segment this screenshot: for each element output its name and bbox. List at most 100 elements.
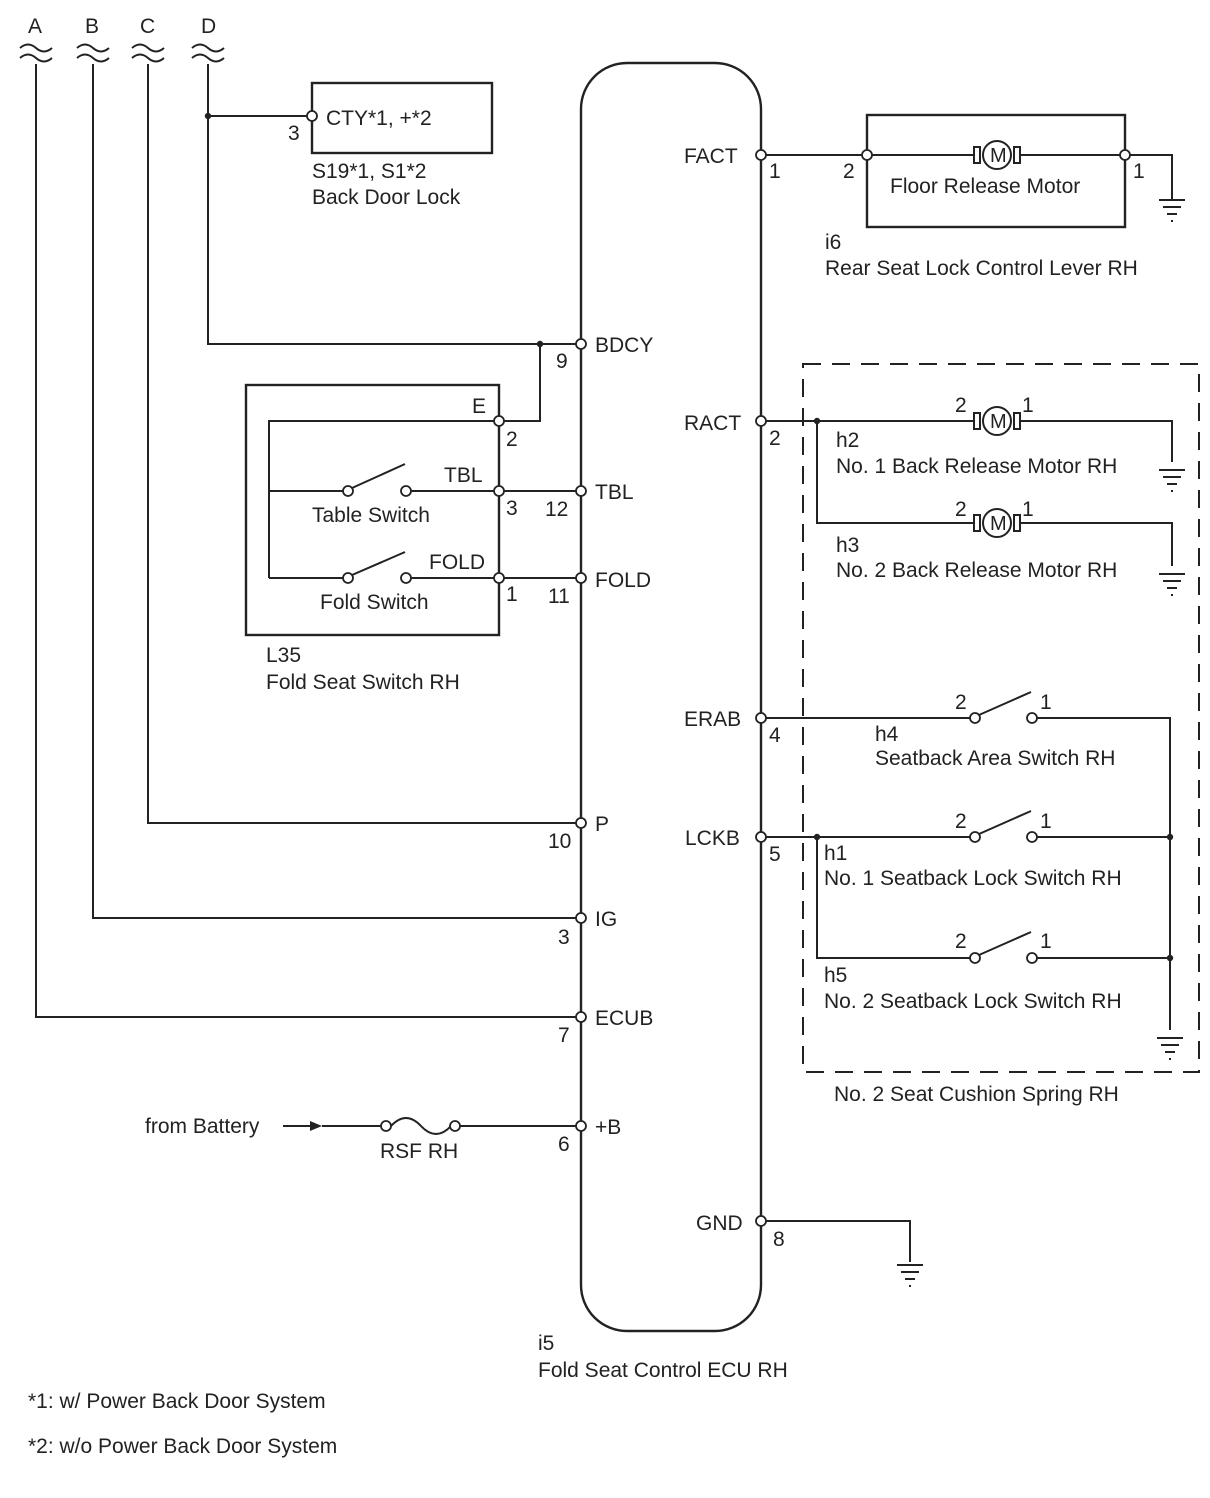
h4-name: Seatback Area Switch RH bbox=[875, 747, 1115, 770]
ecu-pin-label: FACT bbox=[684, 145, 738, 168]
ecu-pin-bdcy bbox=[575, 338, 587, 350]
ecu-pin-number: 7 bbox=[558, 1024, 570, 1047]
motor-icon: M bbox=[973, 508, 1021, 538]
svg-text:M: M bbox=[990, 411, 1007, 433]
fuse-icon bbox=[390, 1117, 452, 1135]
ecu-pin-number: 2 bbox=[769, 427, 781, 450]
ecu-pin-lckb bbox=[755, 831, 767, 843]
ecu-pin-tbl bbox=[575, 485, 587, 497]
back-door-lock-code: S19*1, S1*2 bbox=[312, 160, 426, 183]
ecu: i5 Fold Seat Control ECU RH bbox=[538, 61, 788, 1382]
h3-code: h3 bbox=[836, 534, 859, 557]
h4-code: h4 bbox=[875, 723, 899, 746]
ground-icon bbox=[897, 1264, 923, 1287]
lever-name: Rear Seat Lock Control Lever RH bbox=[825, 257, 1138, 280]
ecu-pin-label: ECUB bbox=[595, 1007, 653, 1030]
fold-seat-switch-fold-pin: 1 bbox=[506, 583, 518, 606]
h5-name: No. 2 Seatback Lock Switch RH bbox=[824, 990, 1122, 1013]
ecu-pin-label: +B bbox=[595, 1116, 621, 1139]
ecu-pin-p bbox=[575, 817, 587, 829]
ecu-pin-number: 10 bbox=[548, 830, 571, 853]
h5-pin-b: 1 bbox=[1040, 930, 1052, 953]
rear-seat-lock-lever: M Floor Release Motor 2 1 i6 Rear Seat L… bbox=[766, 113, 1173, 280]
back-door-lock-inner-label: CTY*1, +*2 bbox=[326, 107, 432, 130]
trunk-wires bbox=[35, 64, 576, 1018]
back-door-lock-name: Back Door Lock bbox=[312, 186, 461, 209]
h1-pin-a: 2 bbox=[955, 810, 967, 833]
ecu-pin-number: 8 bbox=[773, 1228, 785, 1251]
ecu-code: i5 bbox=[538, 1332, 554, 1355]
fold-seat-switch-tbl-pin: 3 bbox=[506, 497, 518, 520]
h2-pin-b: 1 bbox=[1022, 394, 1034, 417]
svg-text:M: M bbox=[990, 513, 1007, 535]
motor-icon: M bbox=[973, 140, 1021, 170]
ecu-name: Fold Seat Control ECU RH bbox=[538, 1359, 788, 1382]
ecu-pin-label: LCKB bbox=[685, 827, 740, 850]
fold-seat-switch-name: Fold Seat Switch RH bbox=[266, 671, 460, 694]
ecu-pin-number: 9 bbox=[556, 350, 568, 373]
fuse-label: RSF RH bbox=[380, 1140, 458, 1163]
ecu-pin-number: 12 bbox=[545, 498, 568, 521]
ground-icon bbox=[1159, 199, 1185, 222]
lever-code: i6 bbox=[825, 231, 841, 254]
ecu-pin-ecub bbox=[575, 1011, 587, 1023]
lever-pin-right: 1 bbox=[1133, 160, 1145, 183]
ecu-pin-number: 1 bbox=[769, 160, 781, 183]
junction-dot bbox=[204, 112, 212, 120]
back-door-lock-pin bbox=[306, 110, 318, 122]
battery-feed: from Battery RSF RH bbox=[145, 1115, 576, 1163]
ecu-pin-label: P bbox=[595, 813, 609, 836]
h4-pin-a: 2 bbox=[955, 691, 967, 714]
ground-icon bbox=[1159, 573, 1185, 596]
ecu-pin-label: FOLD bbox=[595, 569, 651, 592]
ecu-pin-label: GND bbox=[696, 1212, 743, 1235]
ecu-pin-fold bbox=[575, 572, 587, 584]
h1-code: h1 bbox=[824, 842, 847, 865]
h2-pin-a: 2 bbox=[955, 394, 967, 417]
h2-name: No. 1 Back Release Motor RH bbox=[836, 455, 1117, 478]
ecu-pin-label: BDCY bbox=[595, 334, 653, 357]
fold-seat-switch-tbl-label: TBL bbox=[444, 464, 483, 487]
ecu-pin-number: 4 bbox=[769, 724, 781, 747]
table-switch-label: Table Switch bbox=[312, 504, 430, 527]
h4-pin-b: 1 bbox=[1040, 691, 1052, 714]
wire-break-symbols bbox=[19, 43, 225, 63]
ecu-left-pins: BDCY 9 TBL 12 FOLD 11 P 10 IG 3 ECUB 7 +… bbox=[545, 334, 653, 1156]
ecu-pin-label: IG bbox=[595, 908, 617, 931]
h1-name: No. 1 Seatback Lock Switch RH bbox=[824, 867, 1122, 890]
fold-seat-switch-e-label: E bbox=[472, 395, 486, 418]
fold-seat-switch: E 2 TBL 3 Table Switch FOLD 1 Fold Switc… bbox=[244, 344, 576, 694]
fold-seat-switch-fold-label: FOLD bbox=[429, 551, 485, 574]
seat-cushion-spring: No. 2 Seat Cushion Spring RH M 2 1 h2 No… bbox=[766, 363, 1200, 1106]
ecu-pin-fact bbox=[755, 149, 767, 161]
h3-pin-b: 1 bbox=[1022, 498, 1034, 521]
ecu-pin-label: TBL bbox=[595, 481, 634, 504]
ecu-pin-number: 6 bbox=[558, 1133, 570, 1156]
ecu-body bbox=[579, 61, 763, 1333]
h3-pin-a: 2 bbox=[955, 498, 967, 521]
ecu-pin-ract bbox=[755, 415, 767, 427]
fold-seat-switch-code: L35 bbox=[266, 644, 301, 667]
fold-switch-label: Fold Switch bbox=[320, 591, 429, 614]
wire-end-b: B bbox=[85, 15, 99, 38]
ecu-right-pins: FACT 1 RACT 2 ERAB 4 LCKB 5 GND 8 bbox=[684, 145, 785, 1251]
ecu-pin-gnd bbox=[755, 1215, 767, 1227]
floor-release-motor-label: Floor Release Motor bbox=[890, 175, 1080, 198]
h3-name: No. 2 Back Release Motor RH bbox=[836, 559, 1117, 582]
motor-icon: M bbox=[973, 406, 1021, 436]
ground-icon bbox=[1159, 469, 1185, 492]
h1-pin-b: 1 bbox=[1040, 810, 1052, 833]
ecu-pin-label: ERAB bbox=[684, 708, 741, 731]
lever-pin-left: 2 bbox=[843, 160, 855, 183]
h5-pin-a: 2 bbox=[955, 930, 967, 953]
ecu-pin-plus-b bbox=[575, 1120, 587, 1132]
wire-end-a: A bbox=[28, 15, 42, 38]
footnote: *1: w/ Power Back Door System bbox=[28, 1390, 326, 1413]
ecu-pin-number: 11 bbox=[548, 585, 570, 608]
from-battery-label: from Battery bbox=[145, 1115, 260, 1138]
wire-ends: A B C D bbox=[19, 15, 225, 63]
svg-text:M: M bbox=[990, 145, 1007, 167]
back-door-lock-pin-number: 3 bbox=[288, 122, 300, 145]
ecu-pin-erab bbox=[755, 712, 767, 724]
